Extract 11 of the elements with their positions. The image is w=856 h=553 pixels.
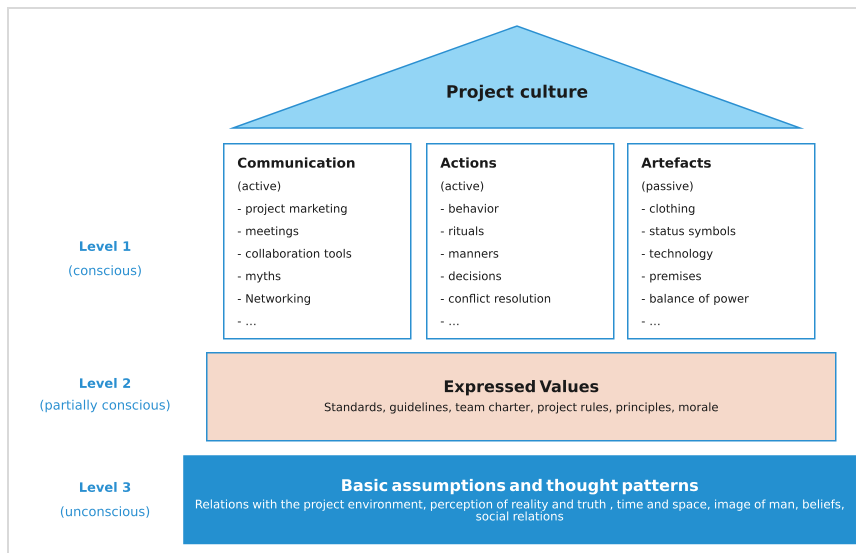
category-box: Communication (active) - project marketing - meetings - collaboration tools - myths - Networking - … bbox=[223, 143, 412, 340]
awareness-label: (conscious) bbox=[69, 265, 141, 277]
awareness-label: (partially conscious) bbox=[40, 400, 170, 412]
awareness-label: (unconscious) bbox=[60, 506, 150, 518]
values-band: Expressed Values Standards, guidelines, team charter, project rules, principles, morale bbox=[206, 352, 836, 442]
category-box: Artefacts (passive) - clothing - status symbols - technology - premises - balance of power - … bbox=[627, 143, 816, 340]
level-label: Level 3 bbox=[80, 482, 130, 492]
level-label: Level 2 bbox=[80, 378, 130, 388]
category-box: Actions (active) - behavior - rituals - manners - decisions - conflict resolution - … bbox=[426, 143, 614, 340]
assumptions-band: Basic assumptions and thought patterns Relations with the project environment, perception of reality and truth , time and space, image of man, beliefs, social relations bbox=[183, 455, 856, 544]
level-label: Level 1 bbox=[80, 240, 130, 252]
